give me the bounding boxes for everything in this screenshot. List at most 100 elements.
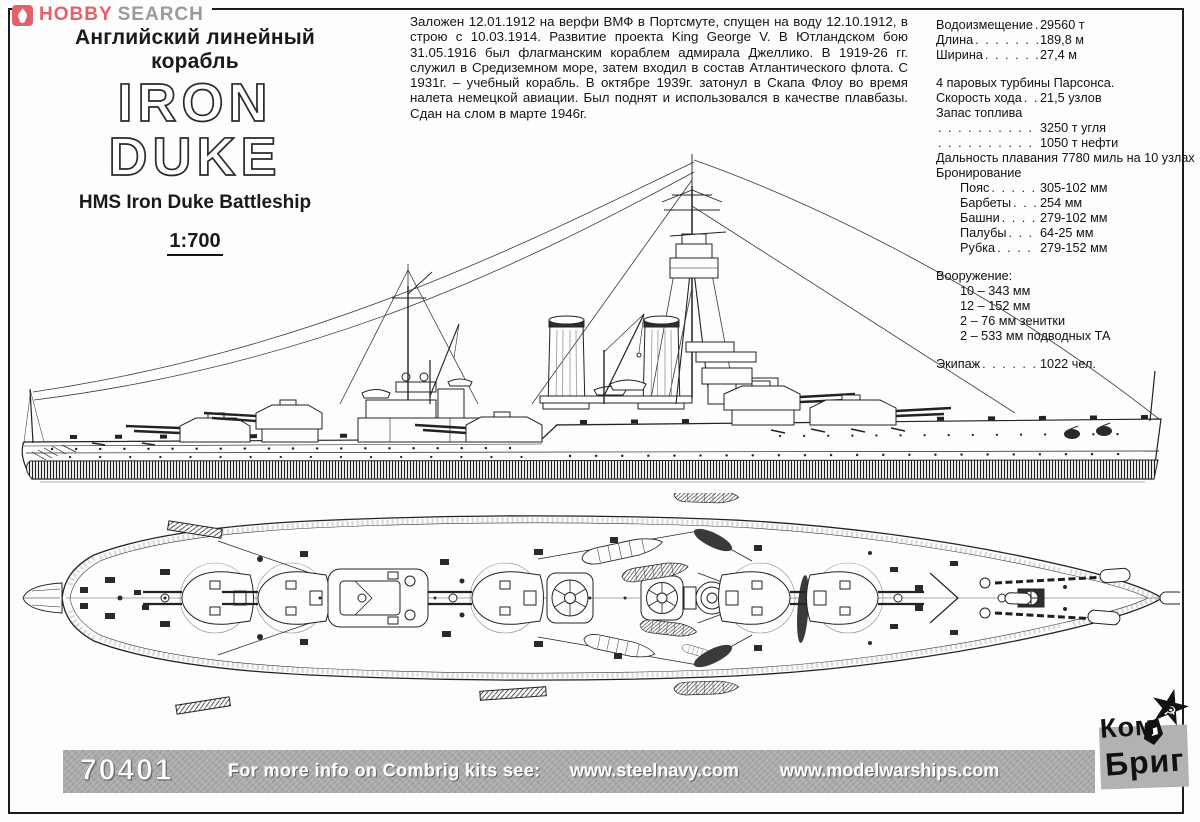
mainmast xyxy=(392,264,460,404)
spec-row: 1050 т нефти xyxy=(936,136,1188,151)
specs-column: Водоизмещение 29560 т Длина 189,8 мШирина27… xyxy=(936,18,1195,372)
spec-row: Башни 279-102 мм xyxy=(936,211,1188,226)
spec-label: Барбеты xyxy=(960,196,1012,210)
x-turret xyxy=(203,399,323,443)
dotted-leader xyxy=(991,181,1038,196)
brand-primary: HOBBY xyxy=(39,4,113,25)
spec-label: Башни xyxy=(960,211,1000,225)
spec-row: Палубы64-25 мм xyxy=(936,226,1188,241)
spec-value: 3250 т угля xyxy=(1040,121,1107,135)
spec-text-line: 10 – 343 мм xyxy=(960,284,1031,298)
spec-text-line: Вооружение: xyxy=(936,269,1013,283)
spec-row: Пояс 305-102 мм xyxy=(936,181,1188,196)
steelnavy-url: www.steelnavy.com xyxy=(570,760,740,781)
spec-text-line: 12 – 152 мм xyxy=(960,299,1031,313)
spec-row: Барбеты 254 мм xyxy=(936,196,1188,211)
deck-plan-line-drawing xyxy=(22,493,1180,715)
anchor-chains xyxy=(994,575,1107,621)
flame-icon xyxy=(12,4,33,26)
breakwater xyxy=(929,572,959,624)
dotted-leader xyxy=(982,357,1038,372)
fore-funnel-plan xyxy=(546,572,594,624)
dotted-leader xyxy=(1013,196,1038,211)
spec-gap xyxy=(936,256,1188,269)
spec-text-line: 2 – 76 мм зенитки xyxy=(960,314,1066,328)
q-turret xyxy=(414,411,543,443)
spec-row: Водоизмещение 29560 т xyxy=(936,18,1188,33)
description-paragraph: Заложен 12.01.1912 на верфи ВМФ в Портсм… xyxy=(410,14,908,121)
pennant-icon xyxy=(1144,718,1164,746)
bow-jackstaff xyxy=(1149,370,1156,422)
subtitle-russian: Английский линейный корабль xyxy=(75,26,315,73)
spec-value: 1022 чел. xyxy=(1040,357,1096,371)
spec-value: 254 мм xyxy=(1040,196,1083,210)
boom-boat xyxy=(673,493,740,505)
spec-text-line: 4 паровых турбины Парсонса. xyxy=(936,76,1115,90)
brand-secondary: SEARCH xyxy=(117,4,204,25)
anchors xyxy=(1064,422,1112,439)
stern-gangway xyxy=(479,686,547,701)
aft-superstructure-plan xyxy=(327,568,429,628)
stowed-ladder xyxy=(166,520,223,539)
spec-value: 279-152 мм xyxy=(1040,241,1108,255)
page-title: IRON DUKE xyxy=(108,73,282,187)
y-turret xyxy=(125,412,251,443)
spec-value: 189,8 м xyxy=(1040,33,1084,47)
spec-value: 1050 т нефти xyxy=(1040,136,1119,150)
kombrig-logo: ★ ☭ Ком Бриг xyxy=(1096,677,1197,810)
fore-funnel xyxy=(542,315,590,410)
spec-row: 3250 т угля xyxy=(936,121,1188,136)
footer-bar: 70401 For more info on Combrig kits see:… xyxy=(63,750,1095,793)
spec-value: 64-25 мм xyxy=(1040,226,1094,240)
spec-text-line: Запас топлива xyxy=(936,106,1023,120)
spec-value: 29560 т xyxy=(1040,18,1085,32)
kombrig-text-line1: Ком xyxy=(1098,710,1157,744)
title-block: Английский линейный корабль IRON DUKE HM… xyxy=(30,26,360,256)
bow-fairlead xyxy=(1159,591,1180,605)
dotted-leader xyxy=(975,33,1038,48)
spec-label: Водоизмещение xyxy=(936,18,1033,32)
kombrig-text-line2: Бриг xyxy=(1103,741,1186,783)
spec-label: Скорость хода xyxy=(936,91,1022,105)
foremast-tripod xyxy=(661,154,727,405)
spec-value: 279-102 мм xyxy=(1040,211,1108,225)
spec-value: 305-102 мм xyxy=(1040,181,1108,195)
modelwarships-url: www.modelwarships.com xyxy=(780,760,1000,781)
boat-deck xyxy=(539,379,693,404)
spec-row: Экипаж 1022 чел. xyxy=(936,357,1188,372)
footer-info-text: For more info on Combrig kits see: xyxy=(228,760,541,781)
spec-text-line: Бронирование xyxy=(936,166,1022,180)
spec-value: 21,5 узлов xyxy=(1040,91,1102,105)
dotted-leader xyxy=(938,136,1038,151)
a-turret xyxy=(809,394,952,426)
waterline-band xyxy=(26,459,1159,480)
dotted-leader xyxy=(1024,91,1038,106)
dotted-leader xyxy=(1035,18,1038,33)
dotted-leader xyxy=(997,241,1038,256)
stowed-anchors xyxy=(1004,567,1131,626)
spec-row: Скорость хода 21,5 узлов xyxy=(936,91,1188,106)
spec-value: 27,4 м xyxy=(1040,48,1077,62)
spec-label: Экипаж xyxy=(936,357,981,371)
boat-crane xyxy=(603,313,645,404)
spec-label: Рубка xyxy=(960,241,996,255)
deck-fittings xyxy=(80,537,1067,659)
dotted-leader xyxy=(985,48,1038,63)
dotted-leader xyxy=(938,121,1038,136)
spec-label: Пояс xyxy=(960,181,990,195)
subtitle-english: HMS Iron Duke Battleship xyxy=(78,192,312,213)
aft-superstructure xyxy=(357,372,481,443)
spec-row: Ширина27,4 м xyxy=(936,48,1188,63)
casemate-guns xyxy=(91,427,906,446)
a-turret-plan xyxy=(806,571,924,625)
spec-gap xyxy=(936,344,1188,357)
spec-row: Длина 189,8 м xyxy=(936,33,1188,48)
spec-text-line: Дальность плавания 7780 миль на 10 узлах xyxy=(936,151,1195,165)
scale-label: 1:700 xyxy=(167,230,223,256)
aft-funnel xyxy=(637,315,685,410)
spec-row: Рубка 279-152 мм xyxy=(936,241,1188,256)
spec-label: Длина xyxy=(936,33,974,47)
